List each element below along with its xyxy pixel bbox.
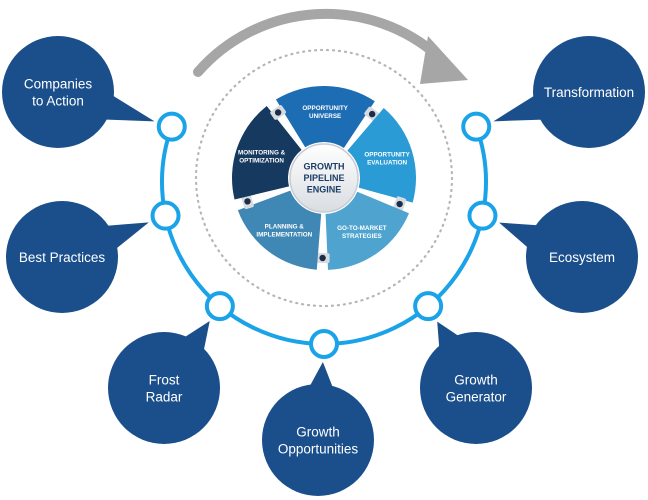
engine-segment-label: MONITORING &OPTIMIZATION xyxy=(238,149,286,164)
satellite-circle xyxy=(262,384,374,496)
engine-segment xyxy=(232,106,302,200)
connector-node xyxy=(467,200,498,231)
engine-hub xyxy=(289,143,359,213)
connector-node xyxy=(413,291,444,322)
satellite-circle xyxy=(420,332,532,444)
satellite-label: Best Practices xyxy=(19,250,106,265)
satellite-circle xyxy=(108,332,220,444)
arrow-icon xyxy=(368,110,376,118)
satellite-label: Ecosystem xyxy=(549,250,615,265)
connector-node xyxy=(150,200,181,231)
rotation-arrow-head xyxy=(420,36,468,84)
connector-node xyxy=(204,291,235,322)
satellite-circle xyxy=(2,36,114,148)
arrow-icon xyxy=(274,109,282,116)
engine-segment xyxy=(325,191,409,270)
rotation-arrow xyxy=(193,8,443,77)
arrow-icon xyxy=(244,198,251,205)
satellite-circle xyxy=(526,201,638,313)
satellite-circle xyxy=(533,36,645,148)
satellite-label: Transformation xyxy=(544,85,634,100)
arrow-icon xyxy=(396,200,403,208)
engine-segment xyxy=(237,190,322,270)
connector-node xyxy=(309,329,339,359)
engine-segment-label: PLANNING &IMPLEMENTATION xyxy=(256,223,312,238)
connector-node xyxy=(156,111,187,142)
satellite-pointer xyxy=(99,92,155,122)
engine-segment xyxy=(275,86,375,148)
connector-node xyxy=(461,111,492,142)
satellite-circle xyxy=(6,201,118,313)
engine-segment xyxy=(347,108,417,203)
connector-nodes xyxy=(150,111,498,359)
arrow-icon xyxy=(319,254,326,262)
dotted-ring xyxy=(194,48,454,308)
